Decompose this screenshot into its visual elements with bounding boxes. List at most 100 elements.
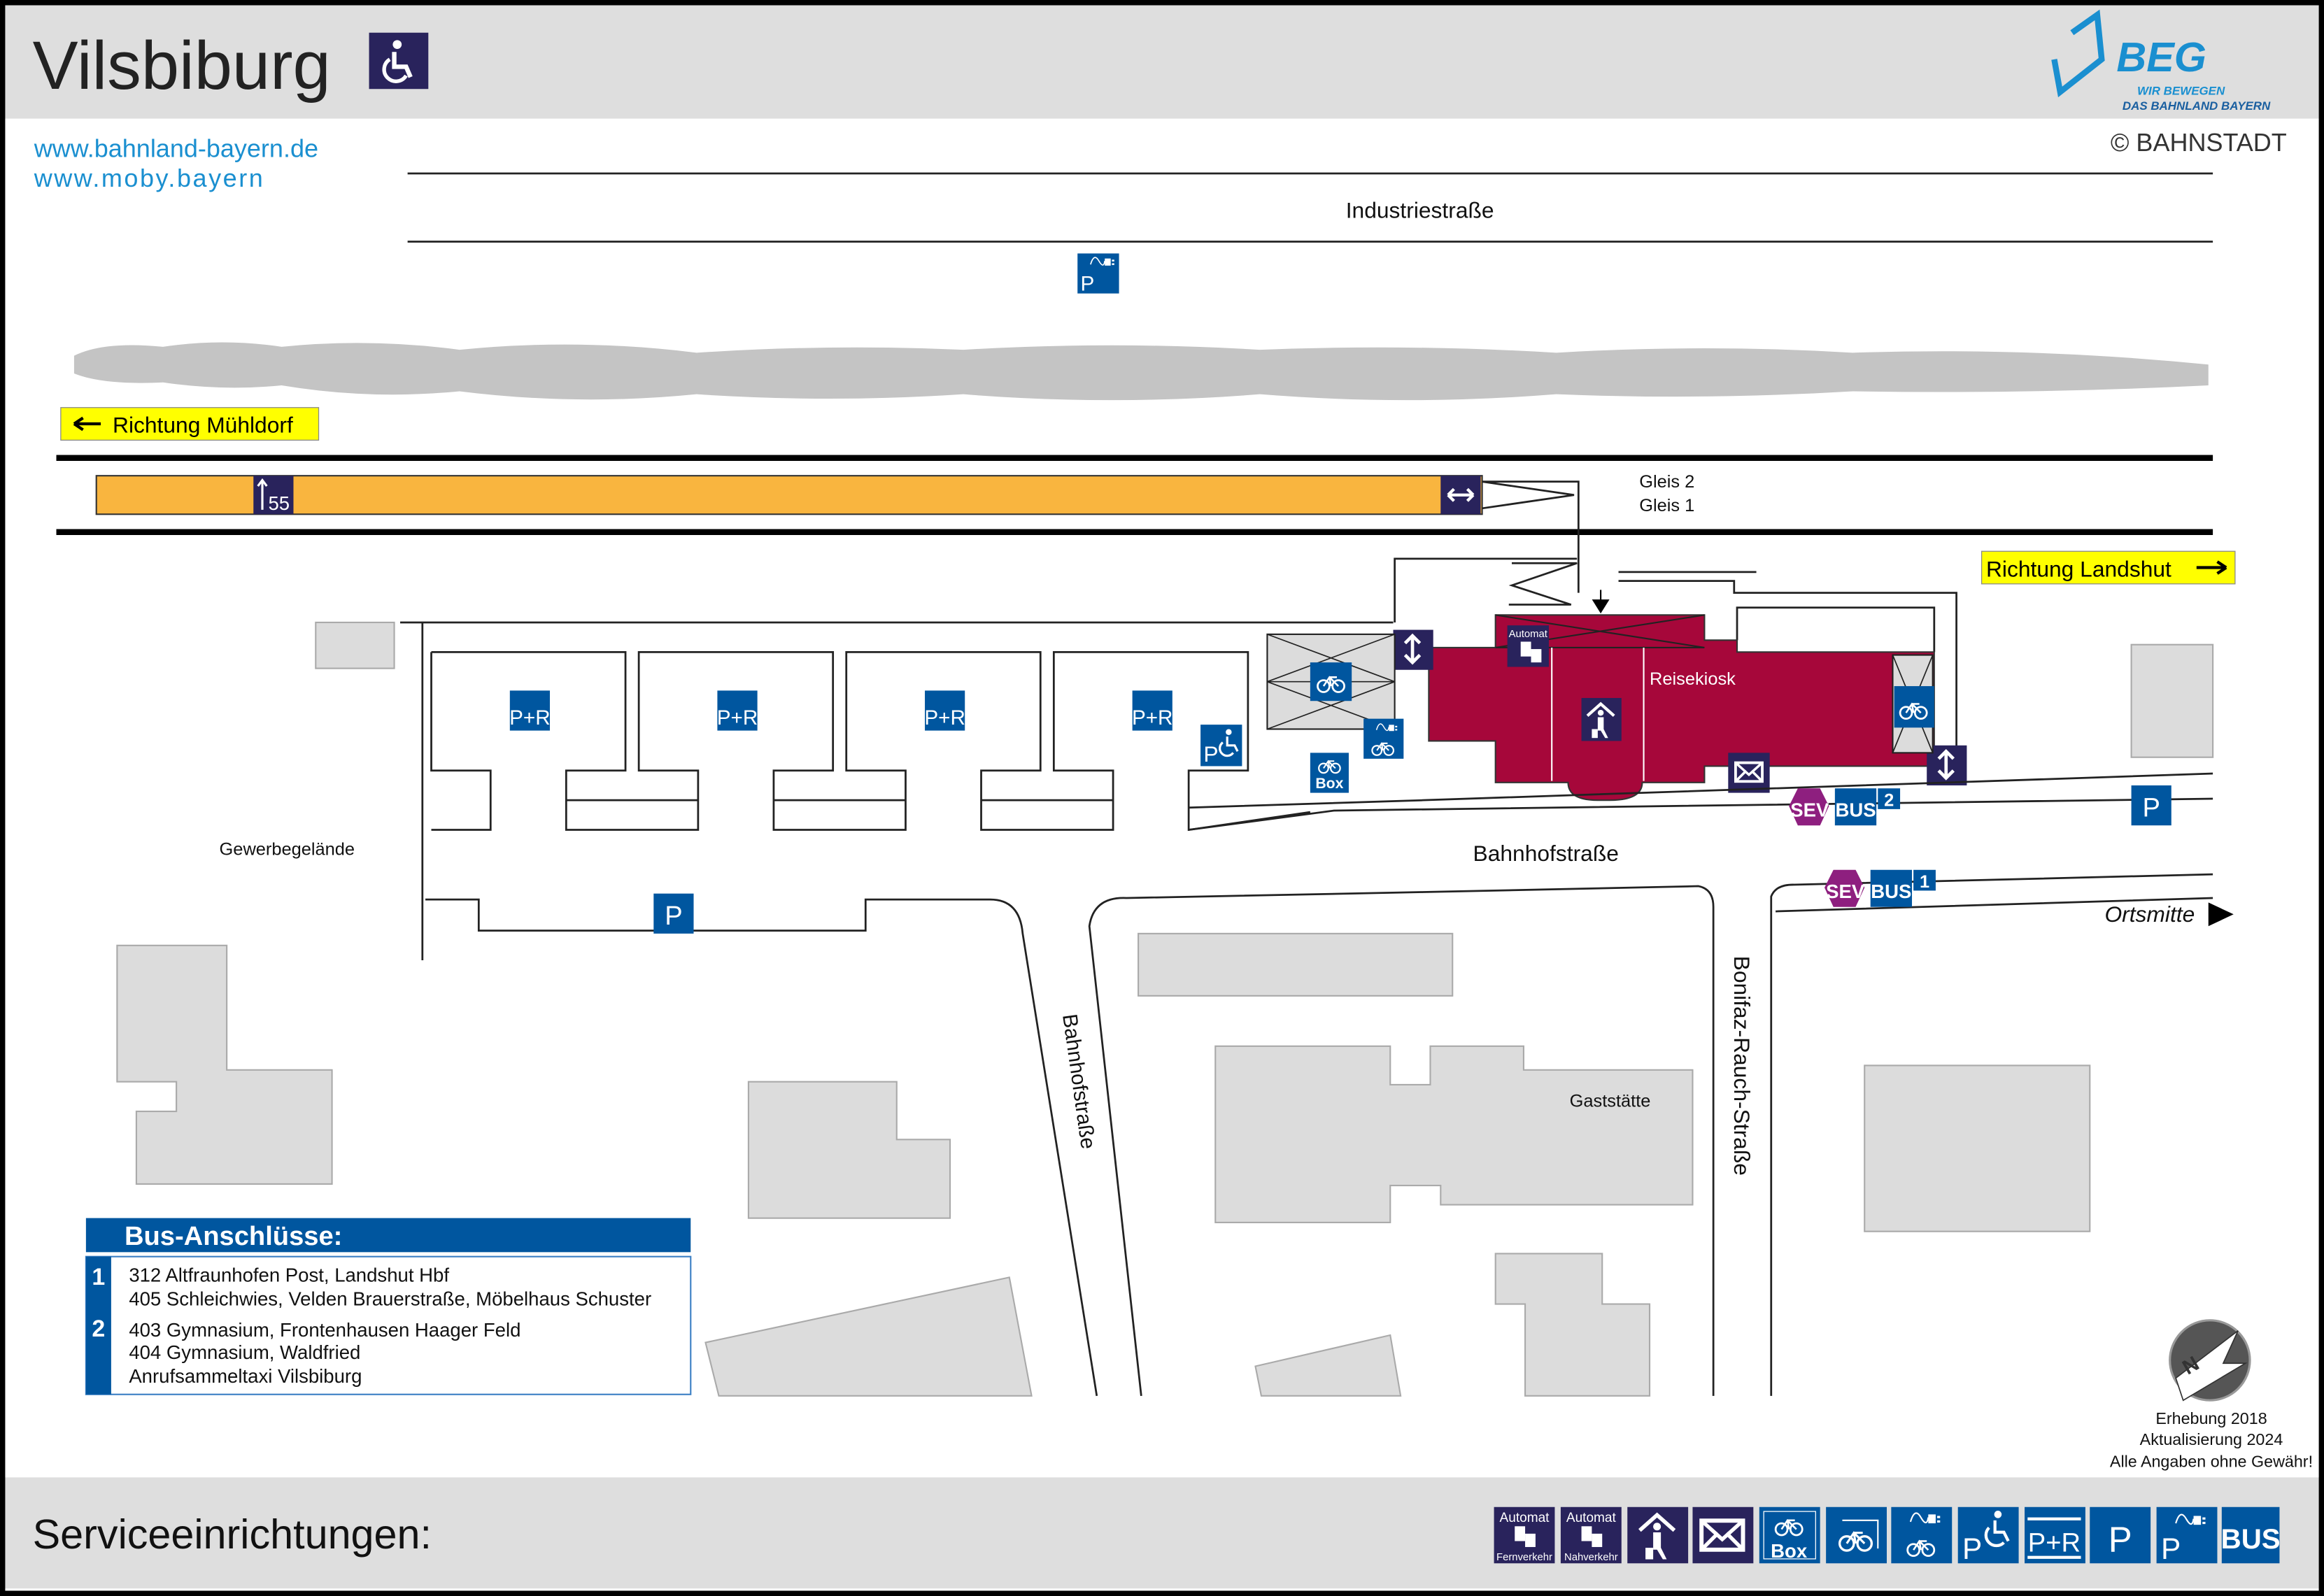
bike-box-icon: Box <box>1310 753 1349 793</box>
accessible-station-icon <box>369 32 429 90</box>
header-band <box>4 4 2320 119</box>
disclaimer: Alle Angaben ohne Gewähr! <box>2110 1453 2313 1471</box>
park-and-ride-icon: P+R <box>924 690 965 731</box>
bahnhofstrasse-north-edge <box>1188 772 2213 831</box>
disabled-parking-icon: P <box>1957 1506 2019 1565</box>
svg-text:SEV: SEV <box>1790 799 1829 820</box>
e-bike-charging-icon <box>1363 718 1404 759</box>
platform <box>95 475 1483 515</box>
bahnhofstrasse-west-edge <box>425 898 1098 1397</box>
svg-text:P+R: P+R <box>924 706 965 729</box>
surrounding-buildings <box>116 643 2214 1397</box>
bus-table-title: Bus-Anschlüsse: <box>125 1221 342 1251</box>
mailbox-icon <box>1728 753 1770 793</box>
street-label-industriestrasse: Industriestraße <box>1346 198 1494 223</box>
elevator-icon <box>1927 745 1967 785</box>
direction-landshut: Richtung Landshut <box>1981 550 2236 585</box>
bus-icon <box>1834 788 1877 826</box>
bike-shelter-east <box>1892 654 1934 754</box>
ticket-machine-icon: Automat <box>1507 625 1549 667</box>
level-crossing-arrow-icon <box>1440 476 1481 515</box>
beg-logo: BEG WIR BEWEGEN DAS BAHNLAND BAYERN <box>2051 9 2271 113</box>
link-bahnland-bayern[interactable]: www.bahnland-bayern.de <box>34 134 318 163</box>
survey-date: Erhebung 2018 <box>2155 1409 2267 1427</box>
beg-tagline-1: WIR BEWEGEN <box>2137 85 2225 98</box>
bus-line: 405 Schleichwies, Velden Brauerstraße, M… <box>129 1288 651 1310</box>
svg-text:Automat: Automat <box>1500 1511 1550 1525</box>
park-and-ride-area <box>315 621 1394 960</box>
svg-text:Box: Box <box>1771 1540 1808 1562</box>
bus-connections-table: Bus-Anschlüsse: 1 312 Altfraunhofen Post… <box>85 1218 692 1395</box>
svg-text:Fernverkehr: Fernverkehr <box>1496 1552 1552 1563</box>
svg-text:P: P <box>2161 1532 2181 1565</box>
park-and-ride-icon: P+R <box>2025 1506 2085 1564</box>
entrance-arrow-icon <box>1592 590 1610 614</box>
park-and-ride-icon: P+R <box>717 690 758 731</box>
arrow-right-icon <box>2208 902 2234 927</box>
svg-text:P: P <box>1203 741 1218 767</box>
update-date: Aktualisierung 2024 <box>2140 1430 2283 1448</box>
svg-text:BUS: BUS <box>1835 799 1876 820</box>
sev-icon <box>1825 869 1865 907</box>
svg-text:2: 2 <box>1884 791 1894 811</box>
bus-icon: BUS <box>2221 1506 2281 1564</box>
svg-text:BUS: BUS <box>2221 1523 2281 1555</box>
parking-icon: P <box>2131 785 2171 826</box>
svg-text:Ortsmitte: Ortsmitte <box>2104 902 2195 927</box>
beg-tagline-2: DAS BAHNLAND BAYERN <box>2123 99 2271 113</box>
svg-text:P: P <box>665 901 682 931</box>
bahnhofstrasse-south-edges <box>1088 873 2213 1397</box>
svg-text:SEV: SEV <box>1826 881 1865 902</box>
waiting-room-icon <box>1627 1506 1689 1564</box>
sev-icon <box>1789 788 1829 826</box>
label-gaststaette: Gaststätte <box>1570 1092 1651 1111</box>
label-gleis-2: Gleis 2 <box>1639 472 1694 492</box>
bus-group-number: 2 <box>92 1316 105 1342</box>
ev-charging-parking-icon: P <box>2156 1506 2218 1565</box>
label-gleis-1: Gleis 1 <box>1639 496 1694 515</box>
svg-text:Automat: Automat <box>1566 1511 1617 1525</box>
bus-line: 312 Altfraunhofen Post, Landshut Hbf <box>129 1264 449 1286</box>
label-gewerbegelaende: Gewerbegelände <box>220 840 355 860</box>
services-title: Serviceeinrichtungen: <box>33 1511 432 1558</box>
svg-text:55: 55 <box>268 492 290 514</box>
svg-text:Nahverkehr: Nahverkehr <box>1564 1552 1618 1563</box>
svg-text:Automat: Automat <box>1509 629 1548 640</box>
bus-line: Anrufsammeltaxi Vilsbiburg <box>129 1365 362 1387</box>
e-bike-charging-icon <box>1891 1506 1953 1564</box>
mailbox-icon <box>1692 1506 1754 1564</box>
parking-icon: P <box>2090 1506 2151 1564</box>
beg-logo-text: BEG <box>2116 34 2206 80</box>
waiting-room-icon <box>1581 697 1622 741</box>
parking-icon: P <box>653 893 694 934</box>
svg-text:P+R: P+R <box>1132 706 1173 729</box>
station-building <box>1428 614 1935 801</box>
bus-line: 403 Gymnasium, Frontenhausen Haager Feld <box>129 1319 520 1341</box>
svg-text:P: P <box>1080 272 1094 295</box>
park-and-ride-icon: P+R <box>509 690 551 731</box>
svg-text:Richtung Landshut: Richtung Landshut <box>1986 556 2171 581</box>
svg-text:P: P <box>2142 792 2160 822</box>
bike-parking-icon <box>1826 1506 1887 1564</box>
link-moby-bayern[interactable]: www.moby.bayern <box>34 164 265 192</box>
station-paths <box>1394 557 1957 764</box>
bus-stop-2: SEV BUS 2 <box>1789 788 1901 826</box>
disabled-parking-icon: P <box>1200 725 1242 767</box>
park-and-ride-icon: P+R <box>1132 690 1173 731</box>
svg-text:P+R: P+R <box>2028 1527 2081 1558</box>
copyright-bahnstadt: © BAHNSTADT <box>2111 128 2287 157</box>
svg-text:P: P <box>2109 1519 2132 1559</box>
arrow-left-icon <box>73 416 101 432</box>
svg-text:Richtung Mühldorf: Richtung Mühldorf <box>113 413 293 438</box>
svg-text:P+R: P+R <box>509 706 551 729</box>
svg-text:P: P <box>1962 1532 1982 1565</box>
north-arrow-compass: N <box>2169 1319 2251 1402</box>
elevator-icon <box>1393 629 1433 670</box>
street-label-bahnhofstrasse: Bahnhofstraße <box>1473 841 1619 866</box>
direction-ortsmitte: Ortsmitte <box>2104 902 2234 927</box>
